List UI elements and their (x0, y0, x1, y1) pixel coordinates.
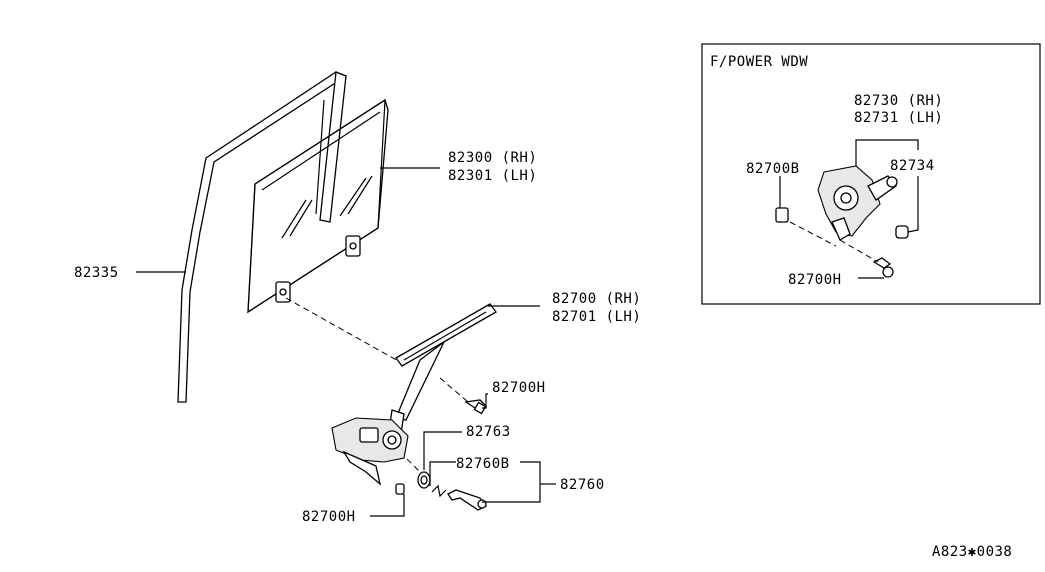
door-glass (247, 98, 389, 314)
leader-lines (136, 167, 556, 517)
bolt-upper (464, 399, 488, 415)
label-run-channel: 82335 (74, 265, 119, 281)
alignment-line (285, 297, 401, 363)
label-motor-bolt: 82700H (788, 272, 842, 288)
inset-title: F/POWER WDW (710, 54, 808, 70)
label-regulator-lh: 82701 (LH) (552, 309, 641, 325)
label-motor-rh: 82730 (RH) (854, 93, 943, 109)
label-glass-lh: 82301 (LH) (448, 168, 537, 184)
motor-cap (895, 225, 909, 239)
label-handle: 82760 (560, 477, 605, 493)
inset-panel (701, 43, 1041, 305)
label-grommet: 82700B (746, 161, 800, 177)
run-channel (177, 71, 348, 403)
label-glass-rh: 82300 (RH) (448, 150, 537, 166)
regulator-motor (817, 165, 898, 241)
washer (417, 471, 431, 489)
label-handle-clip: 82760B (456, 456, 510, 472)
grommet (775, 207, 789, 223)
diagram-code: A823✱0038 (932, 544, 1012, 560)
label-bolt-lower: 82700H (302, 509, 356, 525)
bolt-lower (395, 483, 405, 495)
label-motor-lh: 82731 (LH) (854, 110, 943, 126)
window-regulator (331, 303, 497, 486)
alignment-line (439, 377, 469, 403)
label-bolt-upper: 82700H (492, 380, 546, 396)
label-washer: 82763 (466, 424, 511, 440)
motor-bolt (872, 257, 894, 278)
label-motor-cap: 82734 (890, 158, 935, 174)
window-handle (431, 484, 487, 511)
label-regulator-rh: 82700 (RH) (552, 291, 641, 307)
